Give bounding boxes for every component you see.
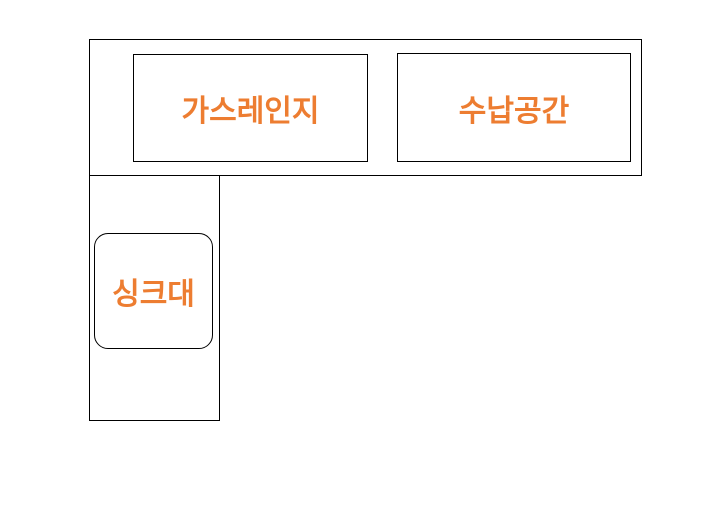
storage-area: 수납공간	[397, 53, 631, 162]
stove-area: 가스레인지	[133, 54, 368, 162]
sink-label: 싱크대	[112, 277, 195, 312]
stove-label: 가스레인지	[181, 94, 320, 129]
sink-area: 싱크대	[94, 233, 213, 349]
storage-label: 수납공간	[458, 93, 570, 129]
